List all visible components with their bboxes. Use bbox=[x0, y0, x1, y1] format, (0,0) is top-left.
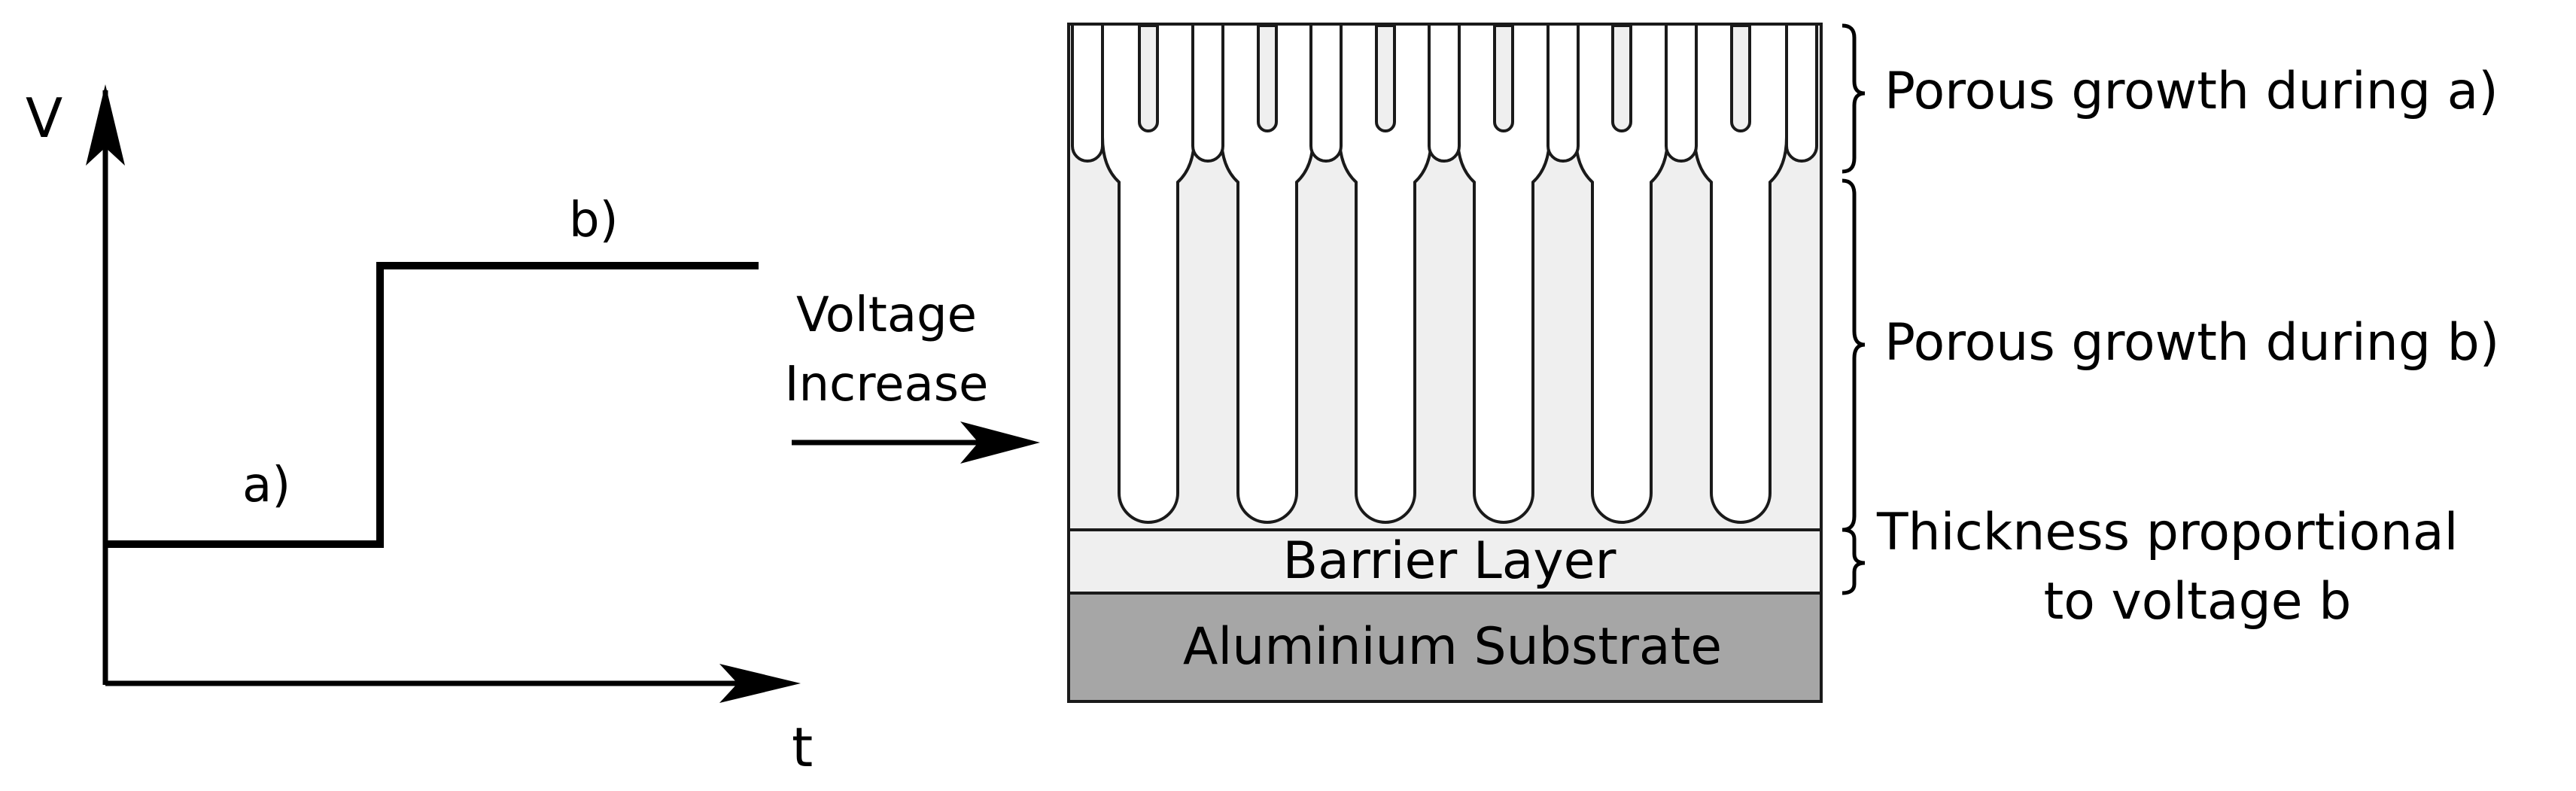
arrow-head bbox=[960, 421, 1040, 464]
fork-wall bbox=[1138, 24, 1159, 132]
small-pore bbox=[1191, 26, 1224, 163]
large-pore bbox=[1338, 26, 1433, 524]
y-axis-arrowhead bbox=[86, 84, 125, 166]
substrate-label: Aluminium Substrate bbox=[1183, 617, 1722, 677]
fork-wall bbox=[1611, 24, 1632, 132]
large-pore bbox=[1693, 26, 1788, 524]
brace-barrier bbox=[1842, 528, 1866, 595]
arrow-label-line2: Increase bbox=[785, 357, 989, 412]
step-a-label: a) bbox=[242, 458, 290, 513]
step-b-label: b) bbox=[569, 193, 619, 248]
x-axis-arrowhead bbox=[719, 664, 801, 703]
x-axis-label: t bbox=[792, 716, 813, 779]
fork-wall bbox=[1493, 24, 1514, 132]
small-pore bbox=[1785, 26, 1818, 163]
small-pore bbox=[1071, 26, 1104, 163]
porous-a-annotation: Porous growth during a) bbox=[1884, 62, 2498, 121]
annotations: Porous growth during a) Porous growth du… bbox=[1842, 23, 2499, 631]
large-pore bbox=[1574, 26, 1669, 524]
thickness-annotation-line2: to voltage b bbox=[2044, 572, 2352, 631]
barrier-layer bbox=[1067, 528, 1823, 595]
large-pore bbox=[1220, 26, 1315, 524]
arrow-label-line1: Voltage bbox=[796, 287, 977, 343]
small-pore bbox=[1547, 26, 1580, 163]
brace-porous-a bbox=[1842, 23, 1866, 174]
oxide-cross-section: Barrier Layer Aluminium Substrate bbox=[1067, 23, 1823, 703]
barrier-layer-label: Barrier Layer bbox=[1283, 531, 1616, 591]
voltage-time-graph: V t a) b) bbox=[26, 84, 813, 779]
y-axis-label: V bbox=[26, 87, 62, 150]
large-pore bbox=[1101, 26, 1196, 524]
fork-wall bbox=[1257, 24, 1278, 132]
aluminium-substrate bbox=[1067, 592, 1823, 703]
small-pore bbox=[1665, 26, 1698, 163]
large-pore bbox=[1456, 26, 1551, 524]
pore-array bbox=[1069, 23, 1821, 524]
small-pore bbox=[1428, 26, 1461, 163]
small-pore bbox=[1309, 26, 1343, 163]
thickness-annotation-line1: Thickness proportional bbox=[1876, 503, 2458, 562]
voltage-increase-arrow: Voltage Increase bbox=[785, 287, 1040, 464]
fork-wall bbox=[1730, 24, 1751, 132]
voltage-step-trace bbox=[105, 262, 759, 548]
brace-porous-b bbox=[1842, 178, 1866, 532]
fork-wall bbox=[1375, 24, 1396, 132]
porous-b-annotation: Porous growth during b) bbox=[1884, 313, 2499, 373]
